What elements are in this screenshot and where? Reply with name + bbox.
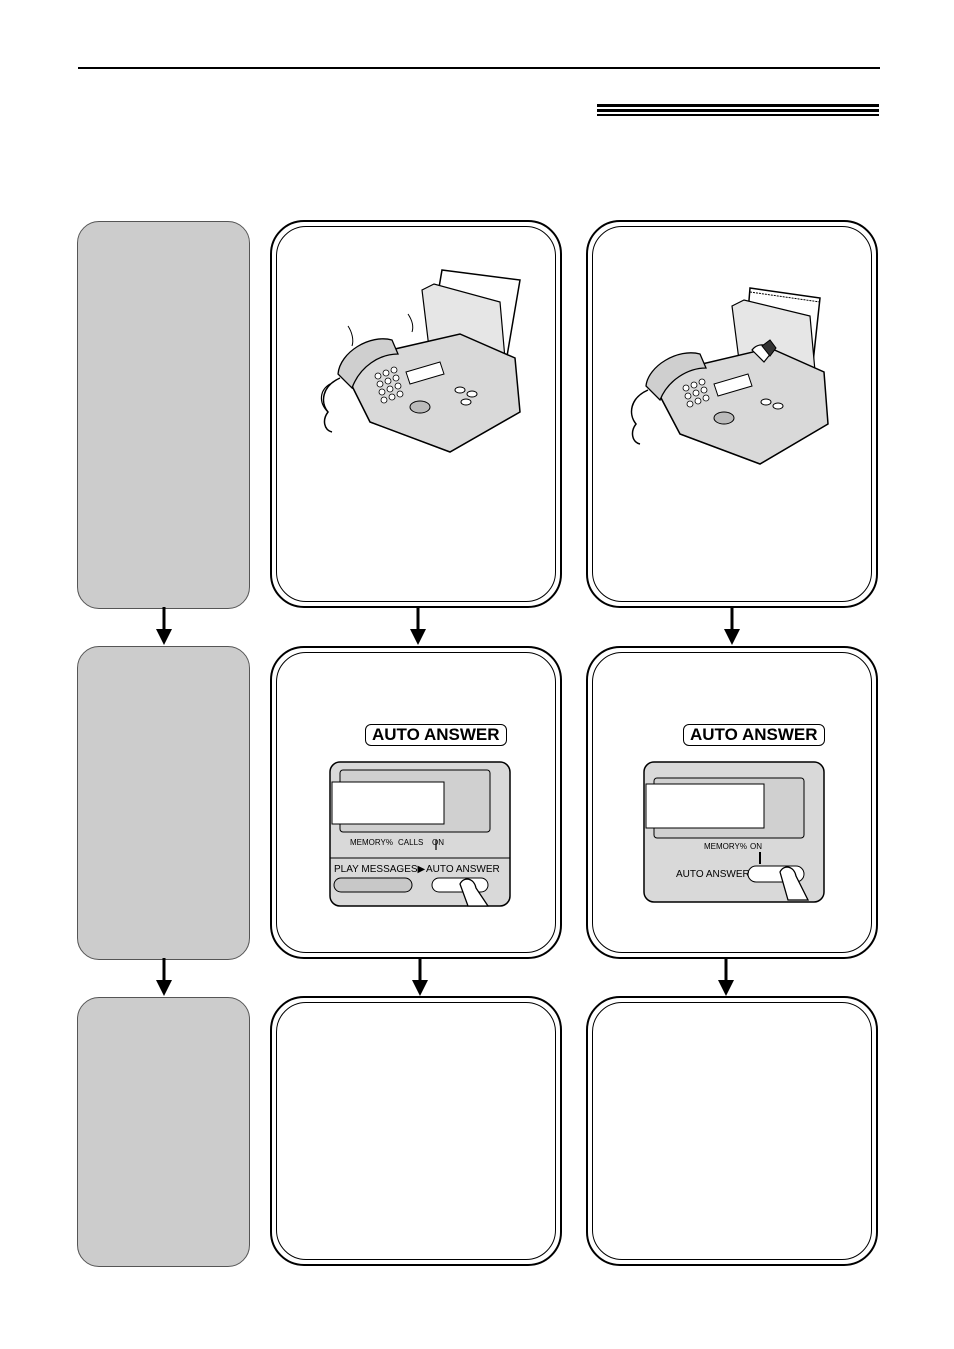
control-panel-illustration xyxy=(329,761,511,907)
auto-answer-title: AUTO ANSWER xyxy=(365,724,507,746)
auto-answer-label: AUTO ANSWER xyxy=(676,869,750,880)
step-label-box-1 xyxy=(77,221,250,609)
panel-row1-right xyxy=(586,220,878,608)
auto-answer-title: AUTO ANSWER xyxy=(683,724,825,746)
down-arrow-icon xyxy=(156,958,172,996)
header-rule xyxy=(78,67,880,69)
auto-answer-button[interactable] xyxy=(432,878,488,892)
memory-indicator-label: MEMORY% xyxy=(350,838,393,847)
panel-row3-left xyxy=(270,996,562,1266)
down-arrow-icon xyxy=(718,958,734,996)
calls-indicator-label: CALLS xyxy=(398,838,424,847)
auto-answer-button[interactable] xyxy=(748,866,804,882)
step-label-box-2 xyxy=(77,646,250,960)
play-messages-label: PLAY MESSAGES▶ xyxy=(334,864,426,875)
title-rule-3 xyxy=(597,114,879,116)
down-arrow-icon xyxy=(412,958,428,996)
fax-machine-icon xyxy=(320,269,521,453)
step-label-box-3 xyxy=(77,997,250,1267)
auto-answer-label: AUTO ANSWER xyxy=(426,864,500,875)
memory-indicator-label: MEMORY% xyxy=(704,842,747,851)
down-arrow-icon xyxy=(410,607,426,645)
down-arrow-icon xyxy=(156,607,172,645)
control-panel-illustration xyxy=(643,761,825,903)
on-indicator-label: ON xyxy=(432,838,444,847)
panel-row2-left: AUTO ANSWER MEMORY% CALLS ON PLAY MESSAG… xyxy=(270,646,562,959)
fax-machine-icon xyxy=(630,287,829,465)
down-arrow-icon xyxy=(724,607,740,645)
panel-row1-left xyxy=(270,220,562,608)
on-indicator-label: ON xyxy=(750,842,762,851)
play-messages-button[interactable] xyxy=(334,878,412,892)
title-rule-2 xyxy=(597,109,879,112)
panel-row2-right: AUTO ANSWER MEMORY% ON AUTO ANSWER xyxy=(586,646,878,959)
panel-row3-right xyxy=(586,996,878,1266)
title-rule-1 xyxy=(597,104,879,107)
